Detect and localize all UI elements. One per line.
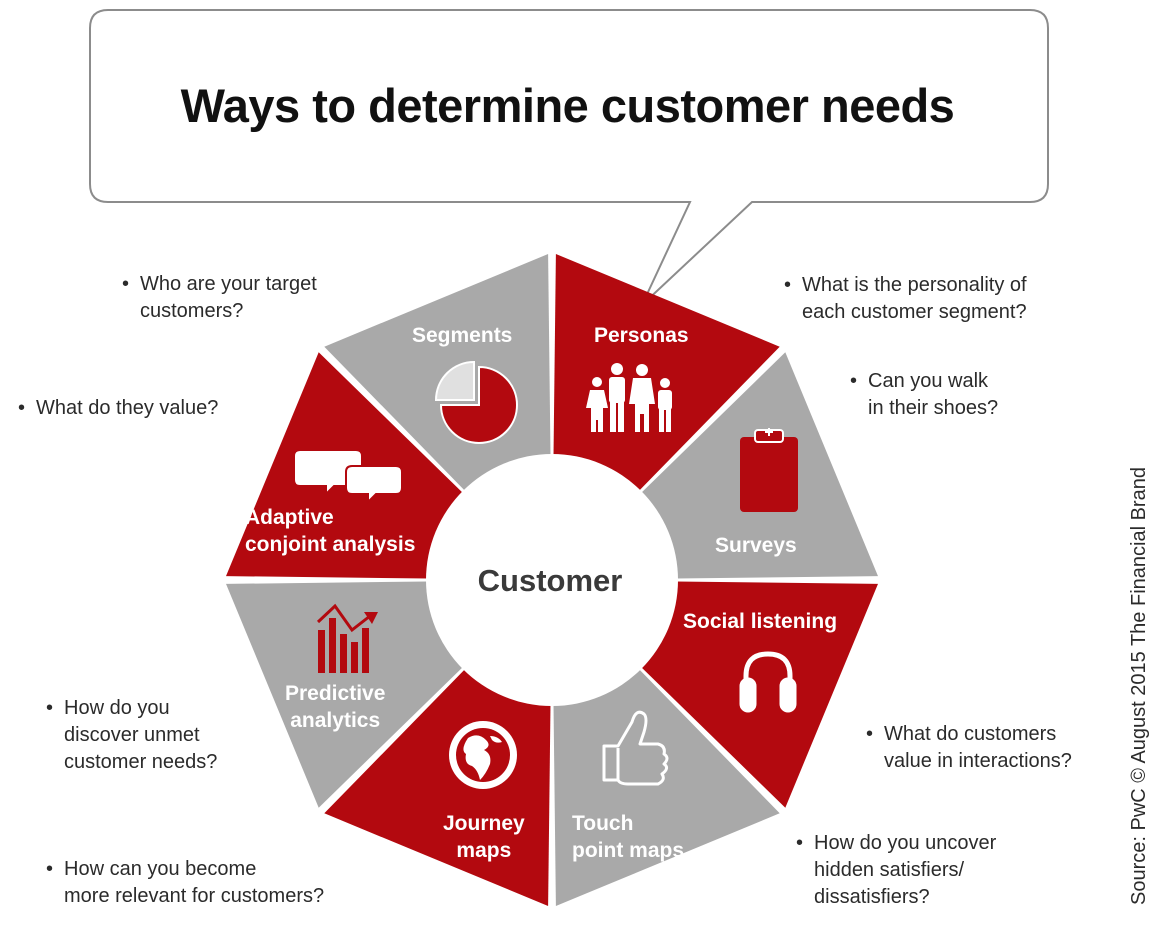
question-text: How do you [64,697,170,719]
clipboard-icon [740,428,798,512]
segment-label-segments: Segments [412,324,513,347]
question-line: dissatisfiers? [796,884,996,911]
page-title: Ways to determine customer needs [180,79,955,132]
title-speech-bubble [89,9,1049,306]
bullet-icon: • [866,723,874,745]
icons-layer [293,360,798,789]
segment-label-line: Journey [443,812,525,835]
segment-label-line: Adaptive [245,506,334,529]
question-line: • What do customers [866,721,1072,748]
question-text: Can you walk [868,370,989,392]
segment-label-personas: Personas [594,324,689,347]
question-touch-point-maps: • How do you uncover hidden satisfiers/dis… [796,830,996,911]
question-text: customers? [140,300,244,322]
speech-bubbles-icon [293,449,403,505]
question-text: What do customers [884,723,1057,745]
question-text: How can you become [64,858,257,880]
question-line: in their shoes? [850,395,998,422]
question-line: • How can you become [46,856,324,883]
question-text: customer needs? [64,751,218,773]
question-personas: • What is the personality of each customer… [784,272,1027,326]
bullet-icon: • [46,858,54,880]
question-line: • Can you walk [850,368,998,395]
pie-icon [434,360,518,444]
bullet-icon: • [122,273,130,295]
wedge-touch-point-maps [553,668,780,906]
segment-label-line: Touch [572,812,634,835]
globe-icon [449,721,517,789]
thumbs-up-icon [602,710,669,786]
segment-label-line: Predictive [285,682,386,705]
question-line: customers? [122,298,317,325]
question-text: discover unmet [64,724,200,746]
segment-label-touch-point-maps: Touch point maps [572,810,684,864]
question-text: How do you uncover [814,832,997,854]
question-line: customer needs? [46,749,217,776]
center-label: Customer [477,563,623,598]
segment-label-line: maps [456,839,512,862]
wedge-social-listening [640,581,878,808]
segment-label-journey-maps: Journey maps [443,810,525,864]
bullet-icon: • [46,697,54,719]
segment-label-adaptive-conjoint: Adaptive conjoint analysis [245,504,415,558]
bullet-icon: • [784,274,792,296]
question-line: value in interactions? [866,748,1072,775]
segment-label-line: point maps [572,839,685,862]
source-credit: Source: PwC © August 2015 The Financial … [1128,467,1150,905]
question-text: What is the personality of [802,274,1027,296]
segment-label-social-listening: Social listening [683,610,838,633]
question-text: each customer segment? [802,301,1027,323]
question-segments: • Who are your target customers? [122,271,317,325]
question-text: Who are your target [140,273,317,295]
bullet-icon: • [850,370,858,392]
question-line: each customer segment? [784,299,1027,326]
question-predictive-analytics: • How do you discover unmet customer needs? [46,695,217,776]
question-text: What do they value? [36,397,219,419]
segment-label-line: analytics [290,709,381,732]
bullet-icon: • [18,397,26,419]
question-line: • What is the personality of [784,272,1027,299]
question-text: dissatisfiers? [814,886,930,908]
wedge-predictive-analytics [226,581,464,808]
question-text: in their shoes? [868,397,999,419]
question-journey-maps: • How can you become more relevant for cus… [46,856,324,910]
segment-label-line: conjoint analysis [245,533,416,556]
segment-label-surveys: Surveys [715,534,797,557]
question-line: • How do you uncover [796,830,996,857]
question-text: hidden satisfiers/ [814,859,965,881]
center-circle [426,454,678,706]
question-surveys: • Can you walk in their shoes? [850,368,998,422]
question-line: • Who are your target [122,271,317,298]
question-text: more relevant for customers? [64,885,325,907]
question-line: • What do they value? [18,395,218,422]
family-icon [586,363,672,432]
segment-label-predictive-analytics: Predictive analytics [285,680,385,734]
question-line: • How do you [46,695,217,722]
question-adaptive-conjoint: • What do they value? [18,395,218,422]
question-text: value in interactions? [884,750,1072,772]
question-line: more relevant for customers? [46,883,324,910]
headphones-icon [739,651,797,713]
question-line: hidden satisfiers/ [796,857,996,884]
question-social-listening: • What do customers value in interactions? [866,721,1072,775]
question-line: discover unmet [46,722,217,749]
bullet-icon: • [796,832,804,854]
bar-chart-icon [316,603,378,673]
